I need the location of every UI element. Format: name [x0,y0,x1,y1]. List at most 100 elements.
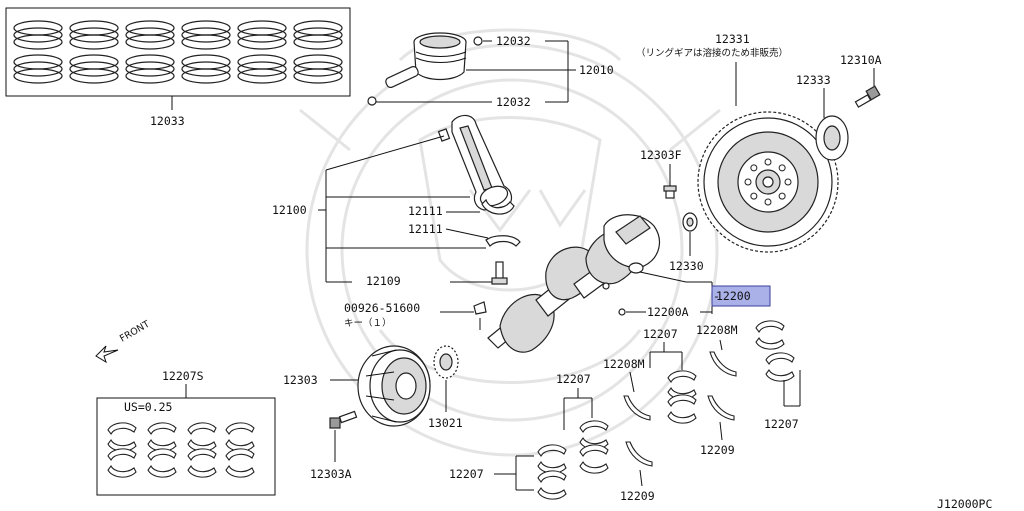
callout-label: 12209 [620,489,655,503]
callout-12032-top[interactable]: 12032 [496,34,531,48]
piston-ring [69,34,119,50]
main-bearing-shell[interactable] [537,444,567,474]
callout-00926-51600[interactable]: 00926-51600 キー（１） [344,301,420,329]
crank-pulley-bolt[interactable] [329,410,358,429]
callout-12209-right[interactable]: 12209 [700,443,735,457]
conrod-cap-bolt[interactable] [491,261,508,285]
callout-label: 12111 [408,222,443,236]
piston-ring [237,34,287,50]
us-bearing-shell[interactable] [187,422,217,452]
callout-12208m-left[interactable]: 12208M [603,357,645,371]
crank-highlight-leader [618,271,713,316]
main-bearing-shell[interactable] [537,470,567,500]
woodruff-leader-lines [440,311,481,330]
piston-ring [181,27,231,43]
callout-12207-upper-middle[interactable]: 12207 [643,327,678,341]
us-bearing-shell[interactable] [107,448,137,478]
thrust-washer[interactable] [625,441,653,467]
callout-12333[interactable]: 12333 [796,73,831,87]
callout-label: 13021 [428,416,463,430]
bolt-hole [744,178,752,186]
highlight-box [711,285,771,307]
callout-label: 12111 [408,204,443,218]
bolt-hole [750,192,758,200]
callout-label: 12207 [643,327,678,341]
callout-label: 12032 [496,34,531,48]
callout-12331[interactable]: 12331 （リングギアは溶接のため非販売） [636,32,788,59]
callout-12111-upper[interactable]: 12111 [408,204,443,218]
pilot-bushing[interactable] [682,212,698,232]
bolt-hole [778,164,786,172]
thrust-washer[interactable] [707,395,735,421]
main-bearing-shell[interactable] [667,394,697,424]
callout-label: 12207 [764,417,799,431]
crankshaft[interactable] [487,214,661,353]
us-bearing-shell[interactable] [147,448,177,478]
piston-ring [293,68,343,84]
flywheel[interactable] [697,111,839,253]
callout-note: キー（１） [344,317,392,329]
conrod-bearing-lower[interactable] [485,235,521,247]
piston-ring [125,27,175,43]
callout-12207-right[interactable]: 12207 [764,417,799,431]
piston-ring [69,27,119,43]
piston-ring [237,27,287,43]
callout-label: 12207 [449,467,484,481]
us-bearing-shell[interactable] [187,448,217,478]
callout-12207s[interactable]: 12207S [162,369,204,383]
us-bearing-shell[interactable] [225,448,255,478]
callout-12303f[interactable]: 12303F [640,148,682,162]
us-bearing-shell[interactable] [147,422,177,452]
piston-rings-box [5,7,351,110]
callout-label: 12331 [715,32,750,46]
piston-ring [125,61,175,77]
thrust-washer[interactable] [623,395,651,421]
conrod-bearing-upper[interactable] [481,198,515,215]
pilot-bolt[interactable] [663,185,677,199]
watermark-emblem [299,28,721,457]
callout-12010[interactable]: 12010 [579,63,614,77]
callout-12100[interactable]: 12100 [272,203,307,217]
callout-12109[interactable]: 12109 [366,274,401,288]
callout-12209-lower[interactable]: 12209 [620,489,655,503]
crank-sprocket[interactable] [433,345,459,379]
flywheel-leader-lines [735,62,875,118]
connecting-rod[interactable] [437,114,513,211]
callout-label: 12200 [716,289,751,303]
bearing-leader-lines [494,339,801,491]
main-bearing-shell[interactable] [579,444,609,474]
flywheel-bolt[interactable] [854,85,881,108]
callout-12303a[interactable]: 12303A [310,467,352,481]
callout-label: 12333 [796,73,831,87]
piston-assembly[interactable] [367,32,483,106]
callout-12032-bottom[interactable]: 12032 [496,95,531,109]
callout-label: 00926-51600 [344,301,420,315]
thrust-washer[interactable] [709,351,737,377]
callout-12207-middle[interactable]: 12207 [556,372,591,386]
us-bearing-shell[interactable] [107,422,137,452]
conrod-leader-lines [318,135,492,283]
flywheel-bolt-holes [744,158,792,206]
flywheel-plate[interactable] [815,115,849,161]
main-bearing-shell[interactable] [765,352,795,382]
bolt-hole [764,158,772,166]
woodruff-key[interactable] [473,301,487,315]
callout-12310a[interactable]: 12310A [840,53,882,67]
crank-pulley[interactable] [357,345,431,427]
callout-label: 12207 [556,372,591,386]
callout-12330[interactable]: 12330 [669,259,704,273]
piston-ring [13,61,63,77]
callout-12111-lower[interactable]: 12111 [408,222,443,236]
callout-label: 12100 [272,203,307,217]
main-bearing-shell[interactable] [755,320,785,350]
callout-12200-highlighted[interactable]: 12200 [711,285,771,307]
callout-12033[interactable]: 12033 [150,114,185,128]
callout-label: 12200A [647,305,689,319]
callout-12208m-right[interactable]: 12208M [696,323,738,337]
callout-13021[interactable]: 13021 [428,416,463,430]
callout-12207-lower-left[interactable]: 12207 [449,467,484,481]
us-bearing-shell[interactable] [225,422,255,452]
callout-12200a[interactable]: 12200A [647,305,689,319]
callout-12303[interactable]: 12303 [283,373,318,387]
